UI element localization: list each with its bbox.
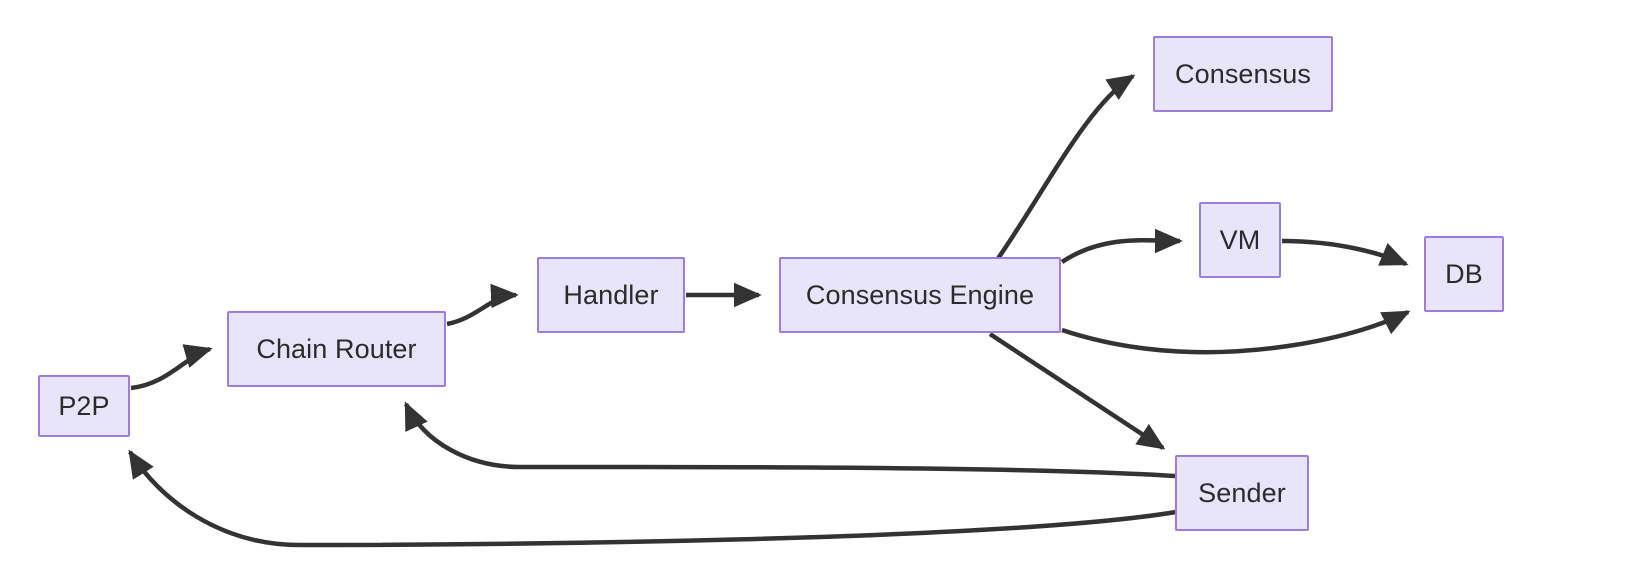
- edge-consensus-engine-to-sender: [988, 332, 1166, 450]
- node-db[interactable]: DB: [1424, 236, 1504, 312]
- node-vm-label: VM: [1219, 224, 1261, 255]
- node-handler-label: Handler: [563, 279, 659, 310]
- node-consensus-label: Consensus: [1175, 58, 1311, 89]
- edge-consensus-engine-to-consensus: [988, 74, 1136, 272]
- node-chain-router-label: Chain Router: [256, 333, 417, 364]
- edge-consensus-engine-to-db: [1061, 309, 1411, 355]
- edge-sender-to-chain-router: [403, 401, 1176, 479]
- node-consensus-engine-label: Consensus Engine: [805, 279, 1035, 310]
- edge-consensus-engine-to-vm: [1060, 228, 1183, 264]
- edge-vm-to-db: [1281, 238, 1409, 267]
- node-sender-label: Sender: [1198, 477, 1286, 508]
- node-p2p-label: P2P: [58, 390, 110, 421]
- node-handler[interactable]: Handler: [537, 257, 685, 333]
- node-consensus[interactable]: Consensus: [1153, 36, 1333, 112]
- edge-sender-to-p2p: [128, 449, 1177, 548]
- node-chain-router[interactable]: Chain Router: [227, 311, 446, 387]
- edge-chain-router-to-handler: [446, 283, 519, 327]
- node-consensus-engine[interactable]: Consensus Engine: [779, 257, 1061, 333]
- node-sender[interactable]: Sender: [1175, 455, 1309, 531]
- node-db-label: DB: [1445, 258, 1483, 289]
- edge-p2p-to-chain-router: [130, 344, 213, 391]
- node-vm[interactable]: VM: [1199, 202, 1281, 278]
- node-p2p[interactable]: P2P: [38, 375, 130, 437]
